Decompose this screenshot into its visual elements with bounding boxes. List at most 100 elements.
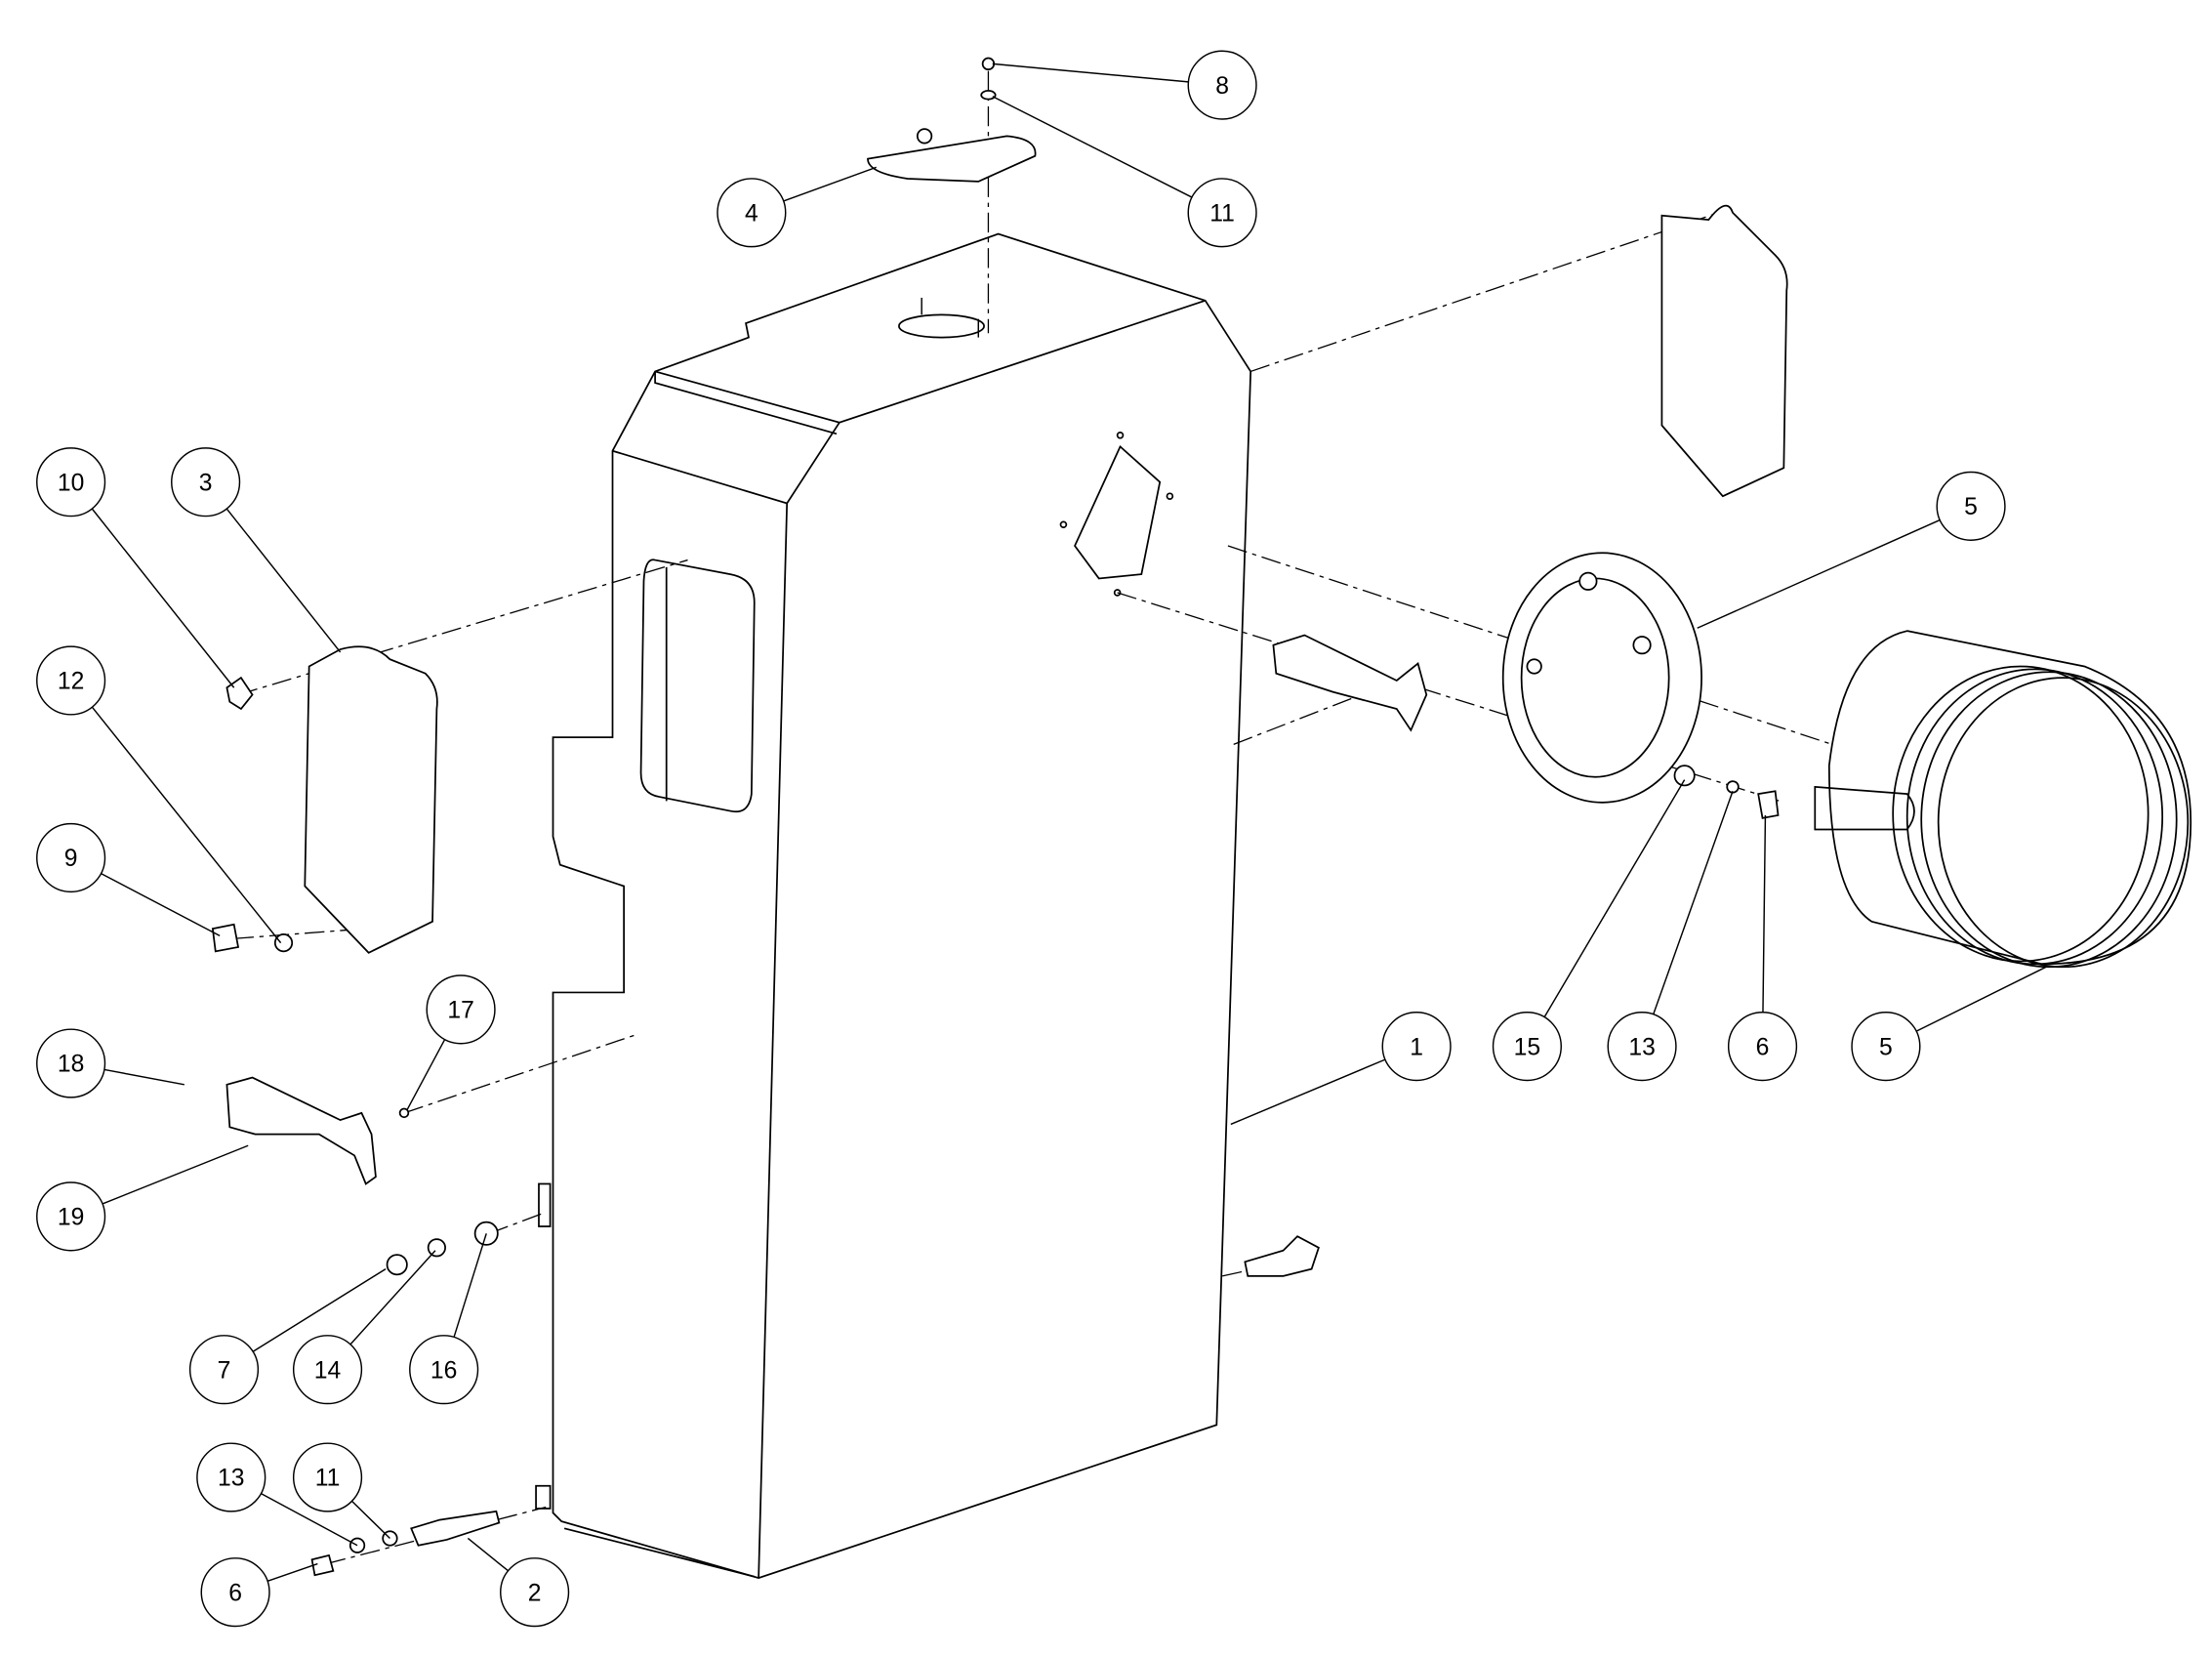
leader-line — [266, 1562, 318, 1582]
callout-1: 1 — [1230, 1012, 1452, 1126]
callout-label: 12 — [58, 669, 84, 695]
door-panel-part-3 — [304, 645, 438, 954]
callout-circle — [500, 1557, 570, 1628]
leader-line — [225, 508, 342, 653]
callout-3: 3 — [171, 447, 342, 653]
callout-label: 6 — [228, 1580, 242, 1606]
callout-14: 14 — [292, 1250, 436, 1405]
callout-label: 1 — [1410, 1034, 1423, 1060]
callout-circle — [426, 974, 496, 1045]
callout-circle — [188, 1335, 260, 1405]
callout-circle — [36, 1181, 106, 1252]
callout-13: 13 — [1607, 791, 1734, 1082]
leader-line — [1697, 518, 1941, 629]
pin-part-2 — [410, 1510, 501, 1547]
callout-13: 13 — [196, 1442, 358, 1547]
callout-5: 5 — [1851, 966, 2047, 1082]
leader-line — [467, 1537, 509, 1572]
callout-circle — [196, 1442, 266, 1512]
callout-18: 18 — [36, 1028, 184, 1098]
callout-label: 5 — [1879, 1034, 1893, 1060]
callout-circle — [36, 645, 106, 716]
callout-circle — [36, 447, 106, 518]
leader-line — [350, 1500, 390, 1539]
leader-line — [992, 62, 1189, 83]
leader-line — [1762, 814, 1767, 1013]
leader-line — [453, 1233, 487, 1338]
leader-line — [1915, 966, 2047, 1032]
latch-part-19 — [225, 1076, 377, 1185]
door-panel-right — [1660, 204, 1788, 498]
leader-line — [103, 1068, 184, 1086]
cover-plate-part-4 — [867, 135, 1037, 183]
callout-label: 2 — [528, 1580, 542, 1606]
callout-circle — [1851, 1012, 1921, 1082]
callout-4: 4 — [717, 166, 877, 248]
callout-label: 7 — [218, 1357, 231, 1384]
leader-line — [406, 1039, 446, 1111]
callout-label: 15 — [1514, 1034, 1540, 1060]
callout-11: 11 — [292, 1442, 390, 1539]
callout-7: 7 — [188, 1267, 387, 1405]
housing-part-1 — [535, 232, 1252, 1580]
callout-circle — [200, 1557, 270, 1628]
callout-6: 6 — [200, 1557, 318, 1628]
callout-label: 18 — [58, 1052, 84, 1078]
callout-label: 6 — [1756, 1034, 1770, 1060]
callout-label: 10 — [58, 470, 84, 496]
callout-15: 15 — [1492, 779, 1686, 1082]
callout-10: 10 — [36, 447, 235, 688]
callouts: 8 11 4 10 3 12 9 18 17 19 7 14 16 13 11 6 2 1 15 13 6 5 5 — [36, 50, 2047, 1628]
callout-label: 14 — [314, 1357, 341, 1384]
callout-circle — [1187, 50, 1257, 120]
leader-line — [1543, 779, 1686, 1017]
callout-16: 16 — [409, 1233, 487, 1405]
callout-label: 5 — [1964, 494, 1978, 520]
leader-line — [91, 706, 282, 944]
leader-line — [992, 96, 1193, 198]
callout-label: 16 — [430, 1357, 457, 1384]
leader-line — [349, 1250, 436, 1346]
callout-9: 9 — [36, 822, 221, 936]
callout-label: 13 — [1628, 1034, 1655, 1060]
leader-line — [91, 508, 235, 688]
callout-label: 8 — [1215, 73, 1229, 100]
callout-6: 6 — [1727, 814, 1798, 1082]
parts — [211, 57, 2192, 1577]
leader-line — [261, 1492, 358, 1547]
callout-label: 11 — [1209, 201, 1235, 228]
callout-label: 19 — [58, 1205, 84, 1231]
callout-circle — [1607, 1012, 1677, 1082]
callout-8: 8 — [992, 50, 1257, 120]
leader-line — [1230, 1058, 1386, 1126]
callout-19: 19 — [36, 1144, 249, 1252]
callout-label: 3 — [199, 470, 213, 496]
callout-circle — [717, 178, 787, 248]
callout-label: 11 — [315, 1466, 341, 1492]
callout-circle — [1727, 1012, 1798, 1082]
callout-circle — [1936, 471, 2006, 541]
callout-5: 5 — [1697, 471, 2006, 629]
leader-line — [101, 873, 221, 936]
leader-line — [1653, 791, 1734, 1015]
callout-circle — [409, 1335, 479, 1405]
callout-label: 13 — [218, 1466, 244, 1492]
wing-nut-part-10 — [225, 676, 254, 711]
leader-line — [252, 1267, 387, 1352]
callout-label: 9 — [64, 846, 78, 872]
callout-circle — [292, 1335, 363, 1405]
callout-circle — [1187, 178, 1257, 248]
flange-ring-part-5 — [1501, 552, 1702, 804]
leader-line — [783, 166, 877, 202]
callout-11: 11 — [992, 96, 1257, 248]
latch-right — [1272, 634, 1428, 732]
callout-circle — [292, 1442, 363, 1512]
callout-2: 2 — [467, 1537, 570, 1628]
callout-circle — [171, 447, 241, 518]
callout-circle — [1381, 1012, 1452, 1082]
callout-17: 17 — [406, 974, 496, 1111]
leader-line — [102, 1144, 249, 1205]
callout-label: 17 — [447, 998, 473, 1024]
callout-circle — [36, 822, 106, 893]
